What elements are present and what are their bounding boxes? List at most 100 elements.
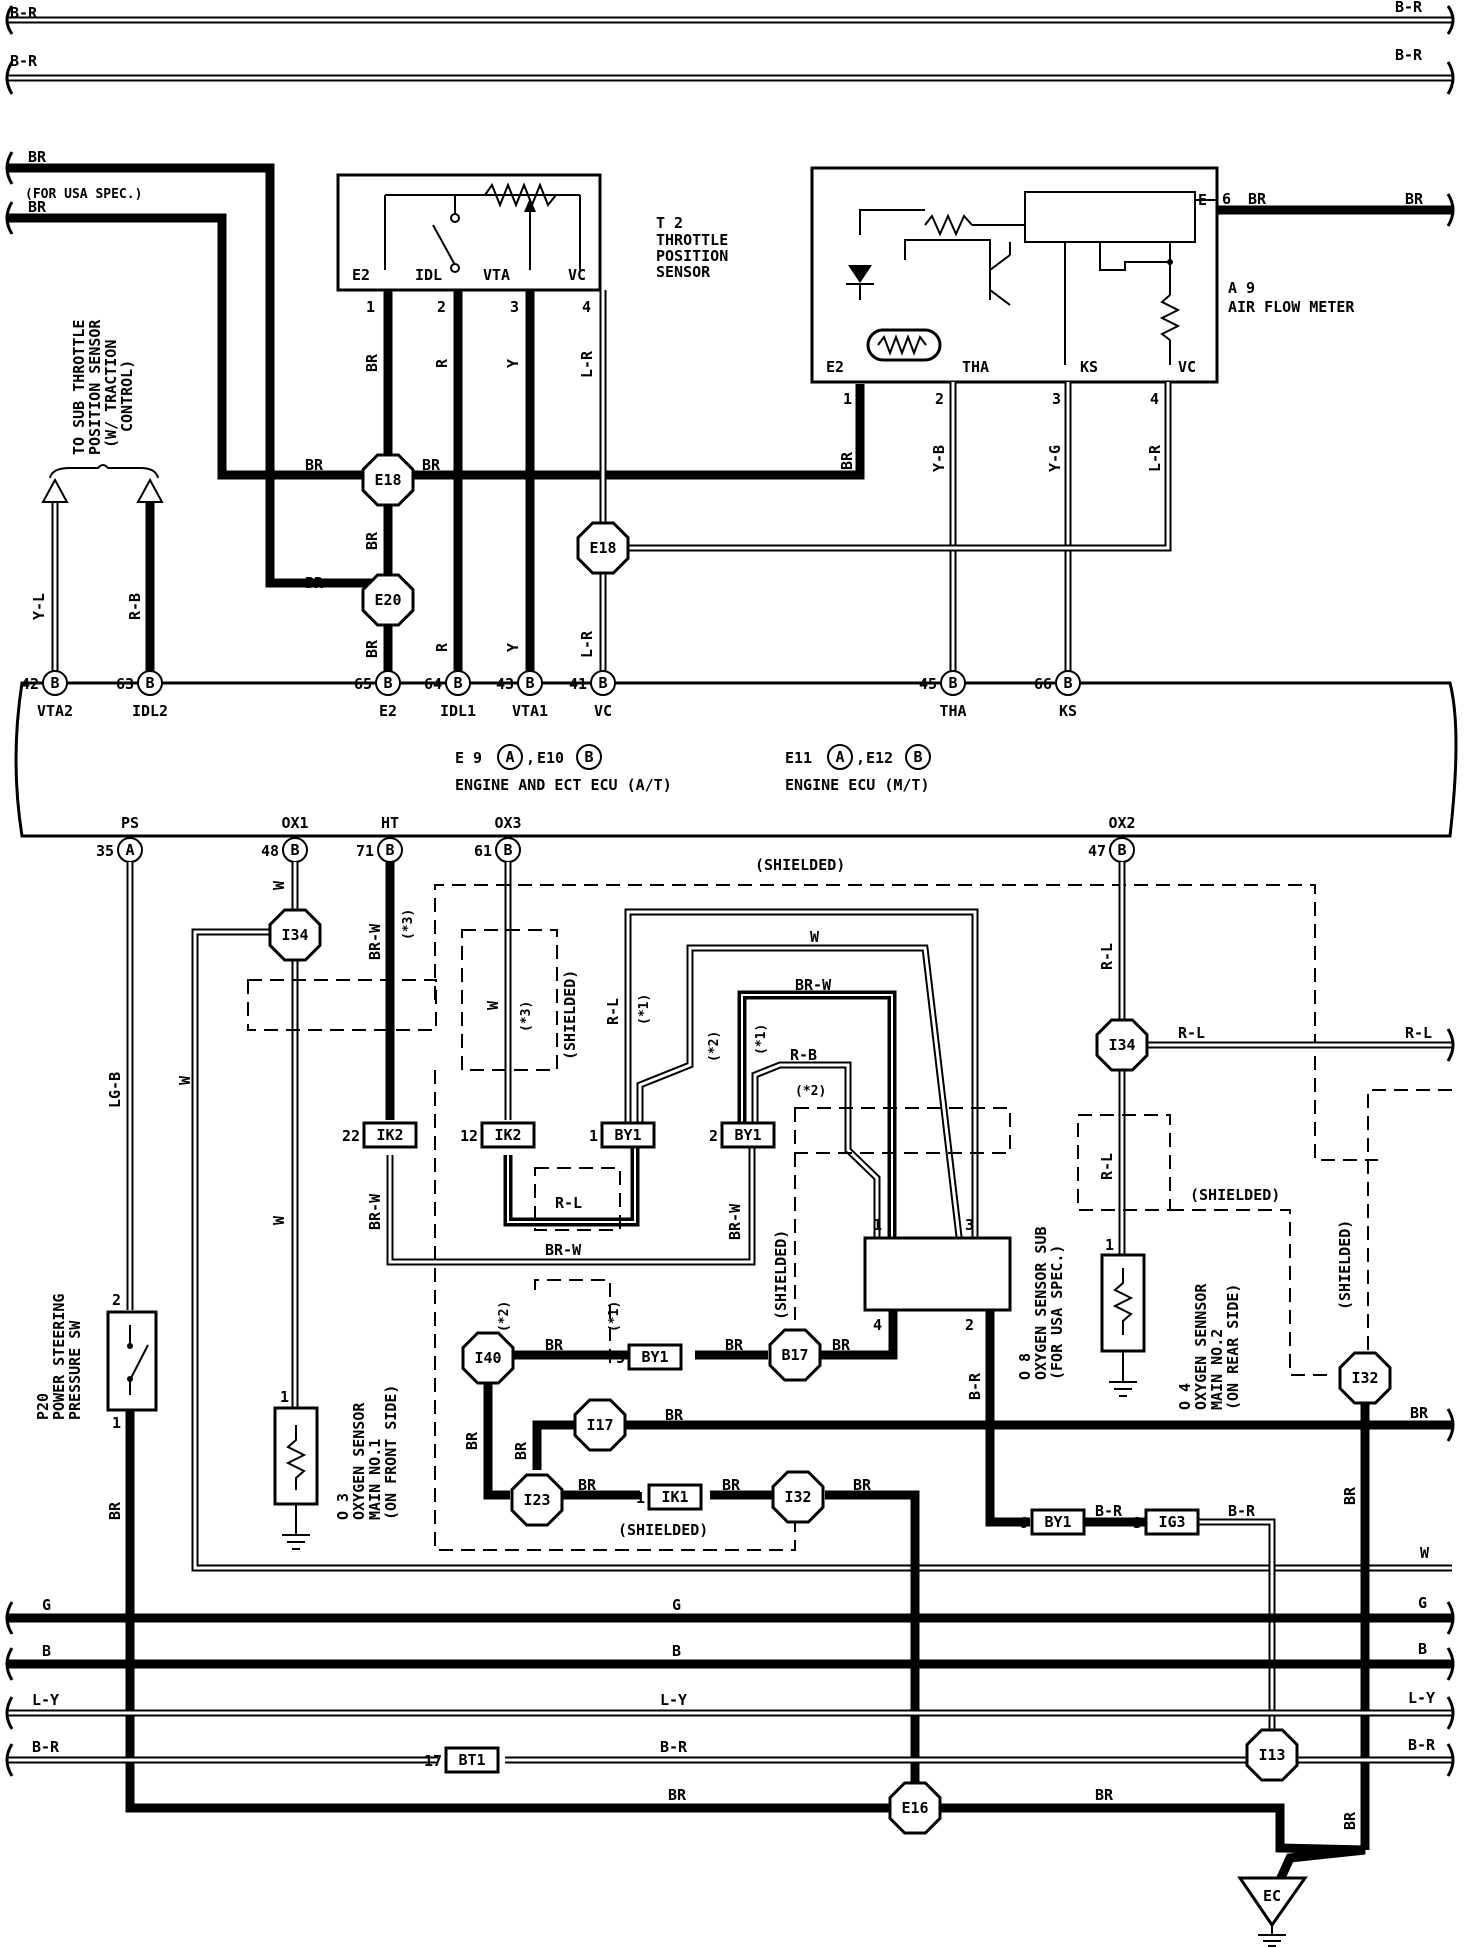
ecu-title-right-b: E12 — [866, 749, 893, 767]
ecu-pin-conn: A — [125, 841, 134, 859]
wire-label: B-R — [1228, 1502, 1256, 1520]
pin-num: 3 — [510, 298, 519, 316]
junction-e20: E20 — [361, 573, 415, 627]
ground-ec: EC — [1237, 1876, 1308, 1947]
bus-g-label-r: G — [1418, 1594, 1427, 1612]
connector-pin: 17 — [424, 1752, 442, 1770]
wire-label: BR-W — [795, 976, 832, 994]
wire-label: BR — [28, 198, 47, 216]
wire-label: BR — [1095, 1786, 1114, 1804]
wire-label: L-R — [578, 350, 596, 378]
bus-br-label-l: B-R — [32, 1738, 60, 1756]
ecu-pin-name: THA — [939, 702, 966, 720]
tps-ref: T 2 — [656, 214, 683, 232]
ecu-desc-right: ENGINE ECU (M/T) — [785, 776, 930, 794]
junction-i34: I34 — [268, 908, 322, 962]
ecu-pin-name: OX2 — [1108, 814, 1135, 832]
wire-e16-gnd — [940, 1803, 1366, 1882]
ecu-pin-num: 41 — [569, 675, 587, 693]
ecu-pin-conn: B — [385, 841, 394, 859]
afm-pin-e: E — [1198, 191, 1207, 209]
junction-i23: I23 — [510, 1473, 564, 1527]
oxygen-sensor-o3: 1 O 3 OXYGEN SENSOR MAIN NO.1 (ON FRONT … — [273, 1385, 400, 1550]
ecu-pin-name: VC — [594, 702, 612, 720]
o4-ref: O 4 — [1176, 1383, 1194, 1410]
connector-pin: 3 — [1133, 1514, 1142, 1532]
junction-e16: E16 — [888, 1781, 942, 1835]
afm-pin-ks: KS — [1080, 358, 1098, 376]
bus-b-label-r: B — [1418, 1640, 1427, 1658]
ecu-pin-num: 64 — [424, 675, 442, 693]
junction-label: E20 — [374, 591, 401, 609]
bus-b: B B B — [5, 1640, 1455, 1681]
ecu-pin-conn: B — [598, 674, 607, 692]
ecu-pin-name: IDL1 — [440, 702, 476, 720]
junction-i17: I17 — [573, 1398, 627, 1452]
wire-label: BR — [305, 574, 324, 592]
bus-g-label-l: G — [42, 1596, 51, 1614]
wire-label: W — [810, 928, 820, 946]
power-steering-switch: 2 1 P20 POWER STEERING PRESSURE SW — [34, 1291, 158, 1432]
bus-b-label-m: B — [672, 1642, 681, 1660]
bus-br: B-R B-R B-R — [5, 1736, 1455, 1777]
o8-pin-4: 4 — [873, 1316, 882, 1334]
ecu-pin-name: HT — [381, 814, 399, 832]
connector-pin: 12 — [460, 1127, 478, 1145]
wire-o8-gnd — [820, 1310, 898, 1360]
wire-label: Y-G — [1046, 445, 1064, 472]
ecu-pin-num: 35 — [96, 842, 114, 860]
ecu-conn-b2: B — [913, 748, 922, 766]
top-bus-2: B-R B-R — [5, 46, 1455, 95]
afm-name: AIR FLOW METER — [1228, 298, 1355, 316]
pin-num: 4 — [1150, 390, 1159, 408]
air-flow-meter: E E2 THA KS VC A 9 AIR FLOW METER — [810, 166, 1355, 384]
tps-name-1: THROTTLE — [656, 231, 728, 249]
wire-label: Y-B — [930, 445, 948, 472]
tps-pin-e2: E2 — [352, 266, 370, 284]
top-bus-2-label: B-R — [10, 52, 38, 70]
wire-label: R-L — [1178, 1024, 1205, 1042]
wire-label: BR — [106, 1501, 124, 1520]
ecu-pin-num: 45 — [919, 675, 937, 693]
wire-label: R-L — [1405, 1024, 1432, 1042]
connector-label: IK2 — [494, 1126, 521, 1144]
oxygen-sensor-o8: 1 3 4 2 O 8 OXYGEN SENSOR SUB (FOR USA S… — [863, 1216, 1066, 1380]
junction-i32: I32 — [1338, 1351, 1392, 1405]
tps-name-3: SENSOR — [656, 263, 711, 281]
pin-num: 2 — [437, 298, 446, 316]
junction-label: I32 — [1351, 1369, 1378, 1387]
sub-tps-note-2: POSITION SENSOR — [86, 319, 104, 455]
wire-label: R-L — [604, 998, 622, 1025]
junction-i13: I13 — [1245, 1728, 1299, 1782]
note-2: (*2) — [707, 1031, 722, 1062]
note-1c: (*1) — [607, 1301, 622, 1332]
wire-label: BR — [853, 1476, 872, 1494]
junction-label: E16 — [901, 1799, 928, 1817]
afm-pin-vc: VC — [1178, 358, 1196, 376]
wire-label: BR — [305, 456, 324, 474]
wire-label: BR — [578, 1476, 597, 1494]
junction-label: E18 — [374, 471, 401, 489]
junction-b17: B17 — [768, 1328, 822, 1382]
wire-label: L-R — [578, 630, 596, 658]
ecu-pin-conn: B — [383, 674, 392, 692]
ecu-conn-a2: A — [835, 748, 844, 766]
o8-pin-2: 2 — [965, 1316, 974, 1334]
junction-label: I23 — [523, 1491, 550, 1509]
afm-ref: A 9 — [1228, 279, 1255, 297]
wire-label: R-L — [1098, 943, 1116, 970]
ecu-pin-num: 47 — [1088, 842, 1106, 860]
shield-box-ox1 — [247, 979, 437, 1031]
connector-label: IK2 — [376, 1126, 403, 1144]
connector-label: IK1 — [661, 1488, 688, 1506]
